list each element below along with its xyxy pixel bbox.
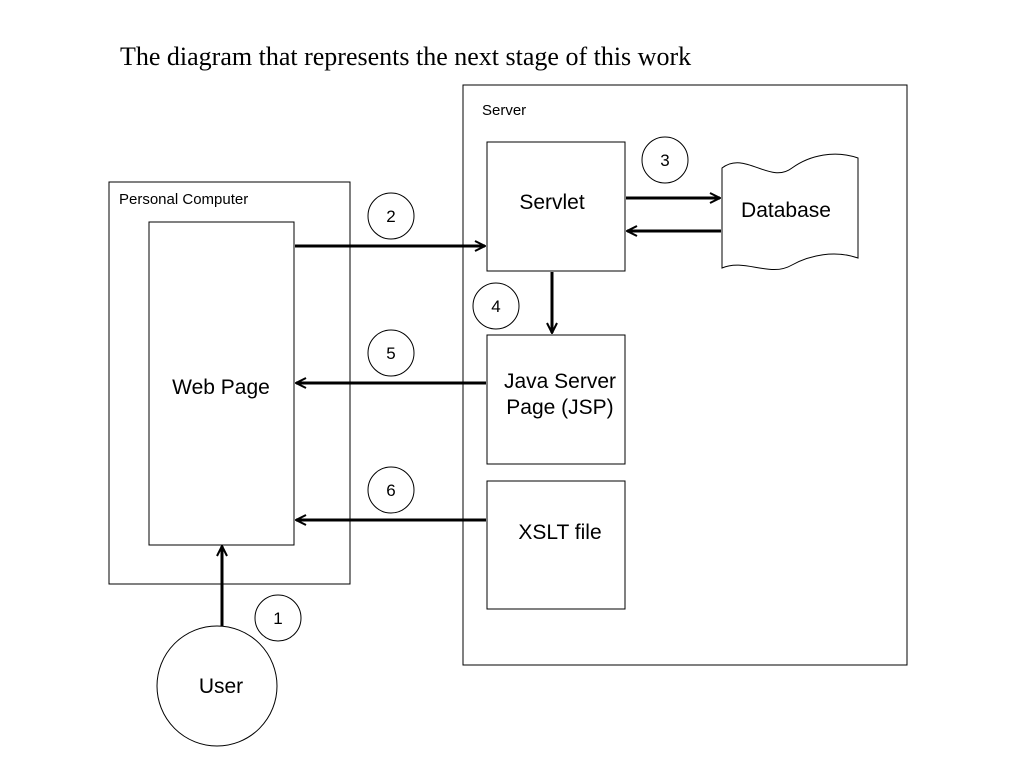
step-1-marker: 1 [254, 594, 302, 642]
step-6-label: 6 [386, 481, 395, 500]
step-3-marker: 3 [641, 136, 689, 184]
jsp-label-line2: Page (JSP) [506, 396, 613, 419]
servlet-label: Servlet [519, 191, 585, 214]
server-container [462, 84, 908, 666]
step-4-label: 4 [491, 297, 500, 316]
xslt-box [486, 480, 626, 610]
user-label: User [199, 675, 243, 698]
web-page-label: Web Page [172, 376, 270, 399]
step-2-marker: 2 [367, 192, 415, 240]
step-5-marker: 5 [367, 329, 415, 377]
step-4-marker: 4 [472, 282, 520, 330]
personal-computer-label: Personal Computer [119, 191, 248, 208]
step-5-label: 5 [386, 344, 395, 363]
jsp-label-line1: Java Server [504, 370, 616, 393]
user-circle [156, 625, 278, 747]
diagram-title: The diagram that represents the next sta… [120, 42, 692, 71]
jsp-box [486, 334, 626, 465]
step-3-label: 3 [660, 151, 669, 170]
database-shape [721, 153, 859, 270]
step-6-marker: 6 [367, 466, 415, 514]
server-label: Server [482, 102, 526, 119]
servlet-box [486, 141, 626, 272]
xslt-label: XSLT file [518, 521, 601, 544]
database-label: Database [741, 199, 831, 222]
step-1-label: 1 [273, 609, 282, 628]
step-2-label: 2 [386, 207, 395, 226]
